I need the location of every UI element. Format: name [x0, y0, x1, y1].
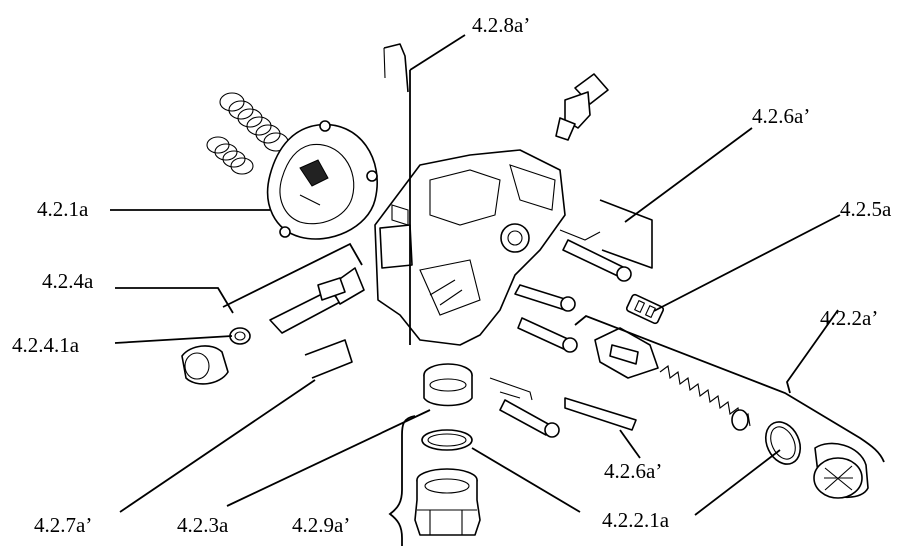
end-cap-part — [813, 442, 869, 499]
spring-upper — [219, 92, 289, 152]
label-4-2-1a: 4.2.1a — [37, 197, 89, 221]
leader-lines — [110, 34, 885, 546]
leader-4-2-2-1a-b — [694, 449, 781, 516]
leader-4-2-4-1a — [114, 335, 233, 344]
piston-part — [269, 267, 365, 334]
leader-4-2-2a — [786, 309, 839, 394]
plug-part — [181, 345, 229, 385]
leader-4-2-8a — [409, 34, 466, 71]
brace-4-2-9a — [388, 415, 416, 546]
bent-pins — [304, 199, 653, 431]
spring-lower — [206, 136, 254, 175]
label-4-2-9a: 4.2.9a’ — [292, 513, 350, 537]
bolts — [499, 239, 632, 438]
label-4-2-4a: 4.2.4a — [42, 269, 94, 293]
pin-top — [383, 43, 409, 93]
label-4-2-7a: 4.2.7a’ — [34, 513, 92, 537]
hex-fitting-part — [414, 468, 481, 536]
diaphragm-cover-part — [266, 120, 378, 240]
label-4-2-4-1a: 4.2.4.1a — [12, 333, 80, 357]
pump-body-part — [374, 149, 566, 346]
springs — [206, 92, 289, 175]
label-4-2-2-1a: 4.2.2.1a — [602, 508, 670, 532]
leader-4-2-3a — [226, 409, 431, 507]
label-4-2-6a-top: 4.2.6a’ — [752, 104, 810, 128]
bracket-4-2-2a — [574, 314, 885, 463]
leader-4-2-6a-top — [624, 127, 753, 223]
cup-part — [423, 363, 473, 407]
coil-spring-part — [659, 365, 751, 431]
label-4-2-3a: 4.2.3a — [177, 513, 229, 537]
leader-4-2-7a — [119, 379, 316, 513]
bracket-4-2-4a — [222, 242, 363, 308]
label-4-2-6a-bottom: 4.2.6a’ — [604, 459, 662, 483]
o-ring-lower — [421, 429, 473, 451]
label-4-2-5a: 4.2.5a — [840, 197, 892, 221]
callout-labels: 4.2.8a’ 4.2.6a’ 4.2.1a 4.2.5a 4.2.4a 4.2… — [12, 13, 892, 537]
label-4-2-8a: 4.2.8a’ — [472, 13, 530, 37]
o-ring-right — [764, 421, 802, 465]
leader-4-2-5a — [653, 214, 841, 312]
valve-assembly-part — [594, 327, 659, 379]
leader-4-2-2-1a-a — [471, 447, 581, 513]
check-valve-part — [625, 293, 665, 325]
leader-4-2-4a — [115, 287, 234, 314]
dashed-axis-lines — [489, 229, 601, 401]
sensor-part — [555, 73, 609, 141]
label-4-2-2a: 4.2.2a’ — [820, 306, 878, 330]
leader-4-2-6a-bottom — [619, 429, 641, 459]
seal-washer-part — [229, 327, 251, 345]
